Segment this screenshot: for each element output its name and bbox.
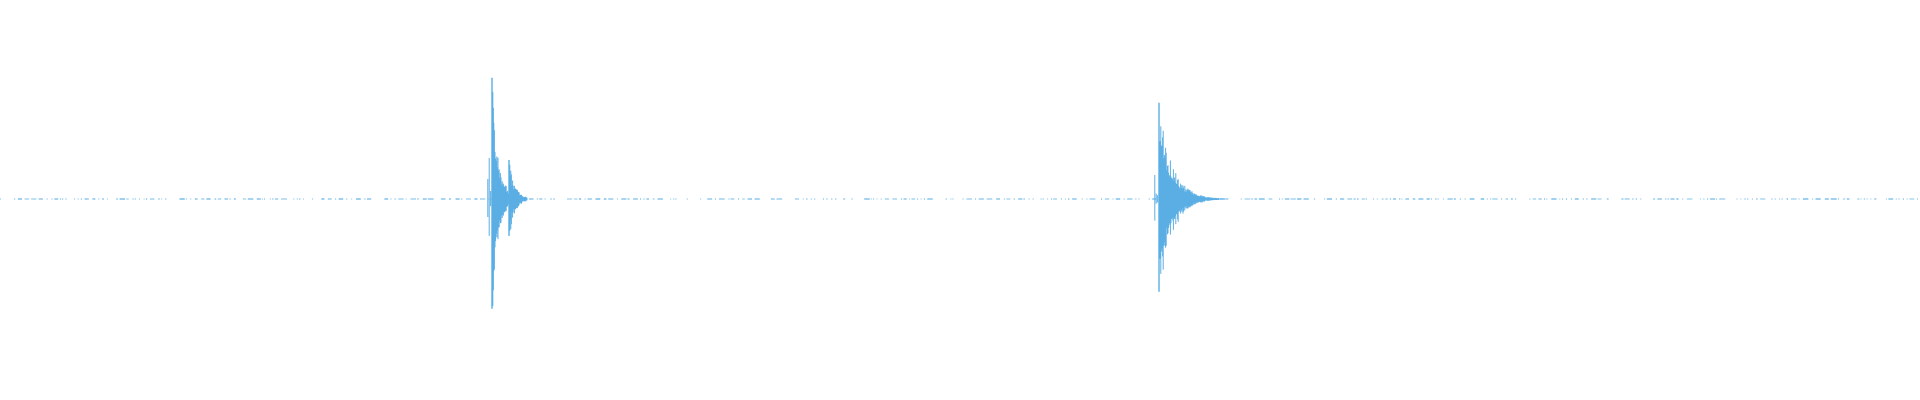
transient-1-echo — [504, 160, 528, 236]
transient-2 — [1154, 102, 1225, 292]
waveform-transients — [487, 77, 1225, 309]
